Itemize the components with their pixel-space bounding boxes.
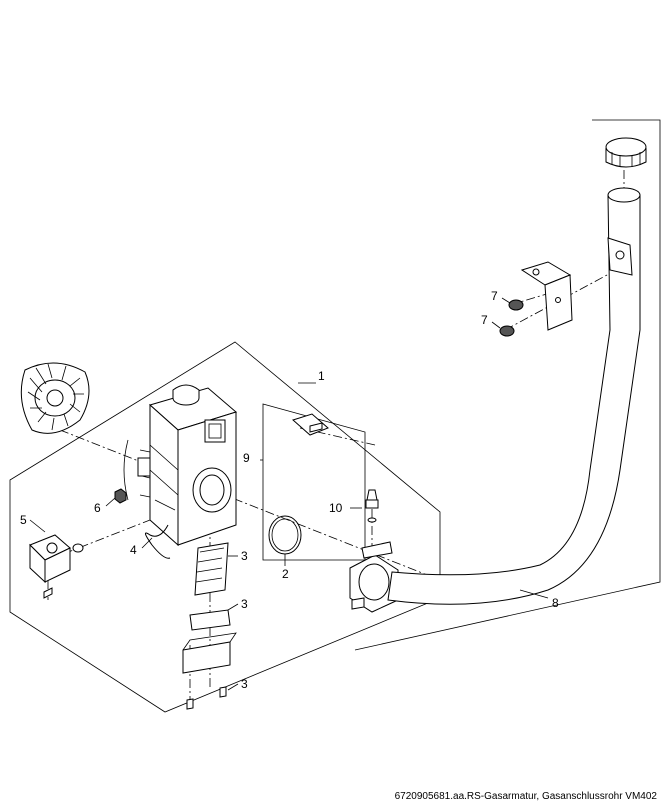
magnet-coil — [29, 534, 84, 599]
axis-bracket — [504, 267, 621, 331]
washer-lower — [499, 325, 515, 337]
fan-impeller — [20, 362, 90, 434]
axis-valve-to-pipe — [59, 429, 441, 581]
o-ring — [268, 515, 302, 555]
callout-3-screw: 3 — [241, 677, 248, 691]
cable-leader — [141, 537, 153, 549]
gas-valve-body — [123, 384, 238, 547]
callout-8: 8 — [552, 596, 559, 610]
mounting-bracket — [520, 261, 573, 331]
gas-pipe-leader — [519, 589, 549, 599]
cable — [145, 524, 171, 559]
test-nipple — [365, 489, 379, 523]
pipe-cap — [605, 137, 647, 168]
screw-right — [219, 686, 227, 698]
washer-upper-leader — [501, 297, 511, 304]
pipe-clip-hole — [615, 250, 625, 260]
pipe-clip — [607, 237, 633, 276]
nut-leader — [105, 497, 116, 507]
washer-lower-leader — [491, 321, 501, 329]
callout-2: 2 — [282, 567, 289, 581]
callout-3-filter-plate: 3 — [241, 549, 248, 563]
filter-gasket — [189, 609, 231, 631]
filter-gasket-leader — [227, 603, 239, 611]
plate-screw — [309, 422, 323, 433]
callout-6: 6 — [94, 501, 101, 515]
callout-3-gasket: 3 — [241, 597, 248, 611]
pipe-flange-clamp — [349, 541, 399, 613]
o-ring-inner — [271, 518, 299, 552]
gas-pipe-outer — [387, 194, 641, 605]
screw-right-leader — [227, 683, 239, 691]
frame-gas-pipe-group — [354, 119, 661, 651]
callout-9: 9 — [243, 451, 250, 465]
callout-10: 10 — [329, 501, 343, 515]
callout-4: 4 — [130, 543, 137, 557]
callout-7-upper: 7 — [491, 289, 498, 303]
callout-5: 5 — [20, 513, 27, 527]
callout-7-lower: 7 — [481, 313, 488, 327]
filter-plate — [194, 542, 229, 596]
washer-upper — [508, 299, 524, 311]
coil-leader — [29, 519, 46, 533]
callout-1: 1 — [318, 369, 325, 383]
drawing-caption: 6720905681.aa.RS-Gasarmatur, Gasanschlus… — [394, 791, 657, 802]
filter-cover — [182, 632, 237, 674]
nut — [114, 488, 127, 504]
gas-pipe-end — [607, 187, 641, 203]
screw-bottom — [186, 698, 194, 710]
